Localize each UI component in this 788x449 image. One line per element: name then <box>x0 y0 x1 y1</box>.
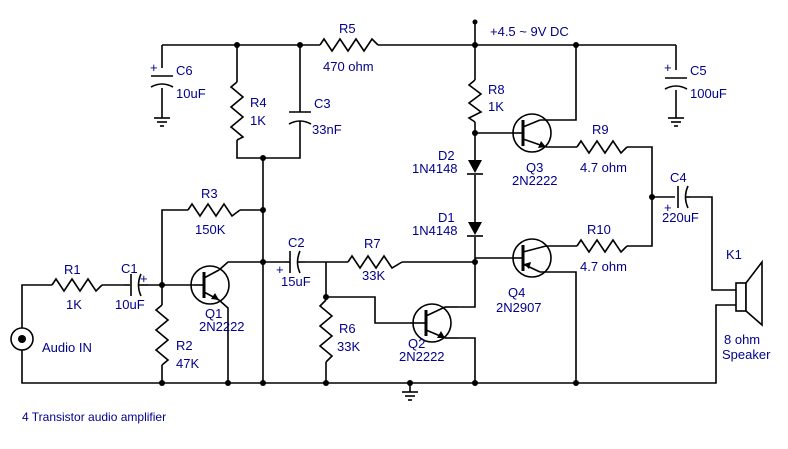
speaker-k1 <box>735 259 763 327</box>
label-r10-name: R10 <box>587 222 611 237</box>
label-r8-value: 1K <box>488 99 504 114</box>
resistor-r6 <box>318 299 334 363</box>
label-k1-name: K1 <box>726 247 742 262</box>
label-r9-name: R9 <box>592 122 609 137</box>
label-r6-value: 33K <box>337 339 360 354</box>
label-r2-value: 47K <box>176 356 199 371</box>
label-r3-name: R3 <box>201 186 218 201</box>
label-r6-name: R6 <box>339 321 356 336</box>
label-c5-plus: + <box>664 60 672 75</box>
resistor-r4 <box>229 81 245 141</box>
transistor-q4 <box>512 238 552 278</box>
resistor-r3 <box>187 202 241 218</box>
label-d1-name: D1 <box>438 210 455 225</box>
diode-d1 <box>467 222 483 237</box>
label-c1-plus: + <box>140 271 148 286</box>
resistor-r7 <box>347 254 403 270</box>
capacitor-c6 <box>150 75 174 88</box>
label-r1-name: R1 <box>64 262 81 277</box>
label-c4-value: 220uF <box>662 210 699 225</box>
wires <box>21 22 736 392</box>
supply-label: +4.5 ~ 9V DC <box>490 24 569 39</box>
label-q4-value: 2N2907 <box>496 300 542 315</box>
transistor-q3 <box>512 113 552 153</box>
label-c3-name: C3 <box>314 96 331 111</box>
label-q2-value: 2N2222 <box>399 349 445 364</box>
ground-symbol-c5 <box>668 117 684 127</box>
label-q1-name: Q1 <box>205 306 222 321</box>
label-r5-value: 470 ohm <box>323 59 374 74</box>
label-r5-name: R5 <box>339 21 356 36</box>
audio-input-jack <box>10 327 34 351</box>
label-c6-name: C6 <box>176 63 193 78</box>
diagram-caption: 4 Transistor audio amplifier <box>22 410 166 424</box>
label-q1-value: 2N2222 <box>199 319 245 334</box>
label-k1-value: 8 ohm <box>724 332 760 347</box>
resistor-r8 <box>467 79 483 123</box>
label-d1-value: 1N4148 <box>412 223 458 238</box>
label-r3-value: 150K <box>195 222 226 237</box>
capacitor-c2 <box>285 250 305 274</box>
label-c6-plus: + <box>150 60 158 75</box>
junction-dots <box>159 19 655 386</box>
resistor-r1 <box>51 277 103 293</box>
ground-symbol-main <box>402 391 418 401</box>
labels: +4.5 ~ 9V DC R1 1K C1 10uF + R3 150K R2 … <box>22 21 771 424</box>
resistor-r5 <box>319 37 379 53</box>
capacitor-c5 <box>664 77 688 90</box>
label-c4-plus: + <box>664 200 672 215</box>
label-r7-value: 33K <box>362 268 385 283</box>
label-c5-value: 100uF <box>690 86 727 101</box>
label-r9-value: 4.7 ohm <box>580 160 627 175</box>
label-r8-name: R8 <box>488 82 505 97</box>
label-c6-value: 10uF <box>176 86 206 101</box>
transistor-q2 <box>410 303 458 343</box>
diode-d2 <box>467 160 483 175</box>
label-c5-name: C5 <box>690 63 707 78</box>
label-q2-name: Q2 <box>408 336 425 351</box>
capacitor-c4 <box>677 185 690 209</box>
resistor-r2 <box>154 304 170 366</box>
label-r10-value: 4.7 ohm <box>580 259 627 274</box>
label-c2-plus: + <box>276 262 284 277</box>
label-r1-value: 1K <box>66 297 82 312</box>
label-c2-value: 15uF <box>281 274 311 289</box>
label-r4-value: 1K <box>250 113 266 128</box>
resistor-r10 <box>576 238 628 254</box>
label-d2-value: 1N4148 <box>412 161 458 176</box>
label-k1-value2: Speaker <box>722 347 771 362</box>
label-c4-name: C4 <box>670 170 687 185</box>
label-r7-name: R7 <box>364 236 381 251</box>
audio-in-label: Audio IN <box>42 340 92 355</box>
label-c1-value: 10uF <box>115 297 145 312</box>
label-c3-value: 33nF <box>312 122 342 137</box>
label-r4-name: R4 <box>250 95 267 110</box>
label-c2-name: C2 <box>288 235 305 250</box>
label-q3-name: Q3 <box>526 160 543 175</box>
label-r2-name: R2 <box>176 338 193 353</box>
capacitor-c3 <box>288 111 312 133</box>
resistor-r9 <box>576 139 628 155</box>
label-q4-name: Q4 <box>508 285 525 300</box>
label-q3-value: 2N2222 <box>512 173 558 188</box>
label-d2-name: D2 <box>438 148 455 163</box>
capacitor-c1 <box>124 273 148 297</box>
ground-symbol-c6 <box>154 117 170 127</box>
transistor-q1 <box>190 265 230 305</box>
label-c1-name: C1 <box>121 261 138 276</box>
